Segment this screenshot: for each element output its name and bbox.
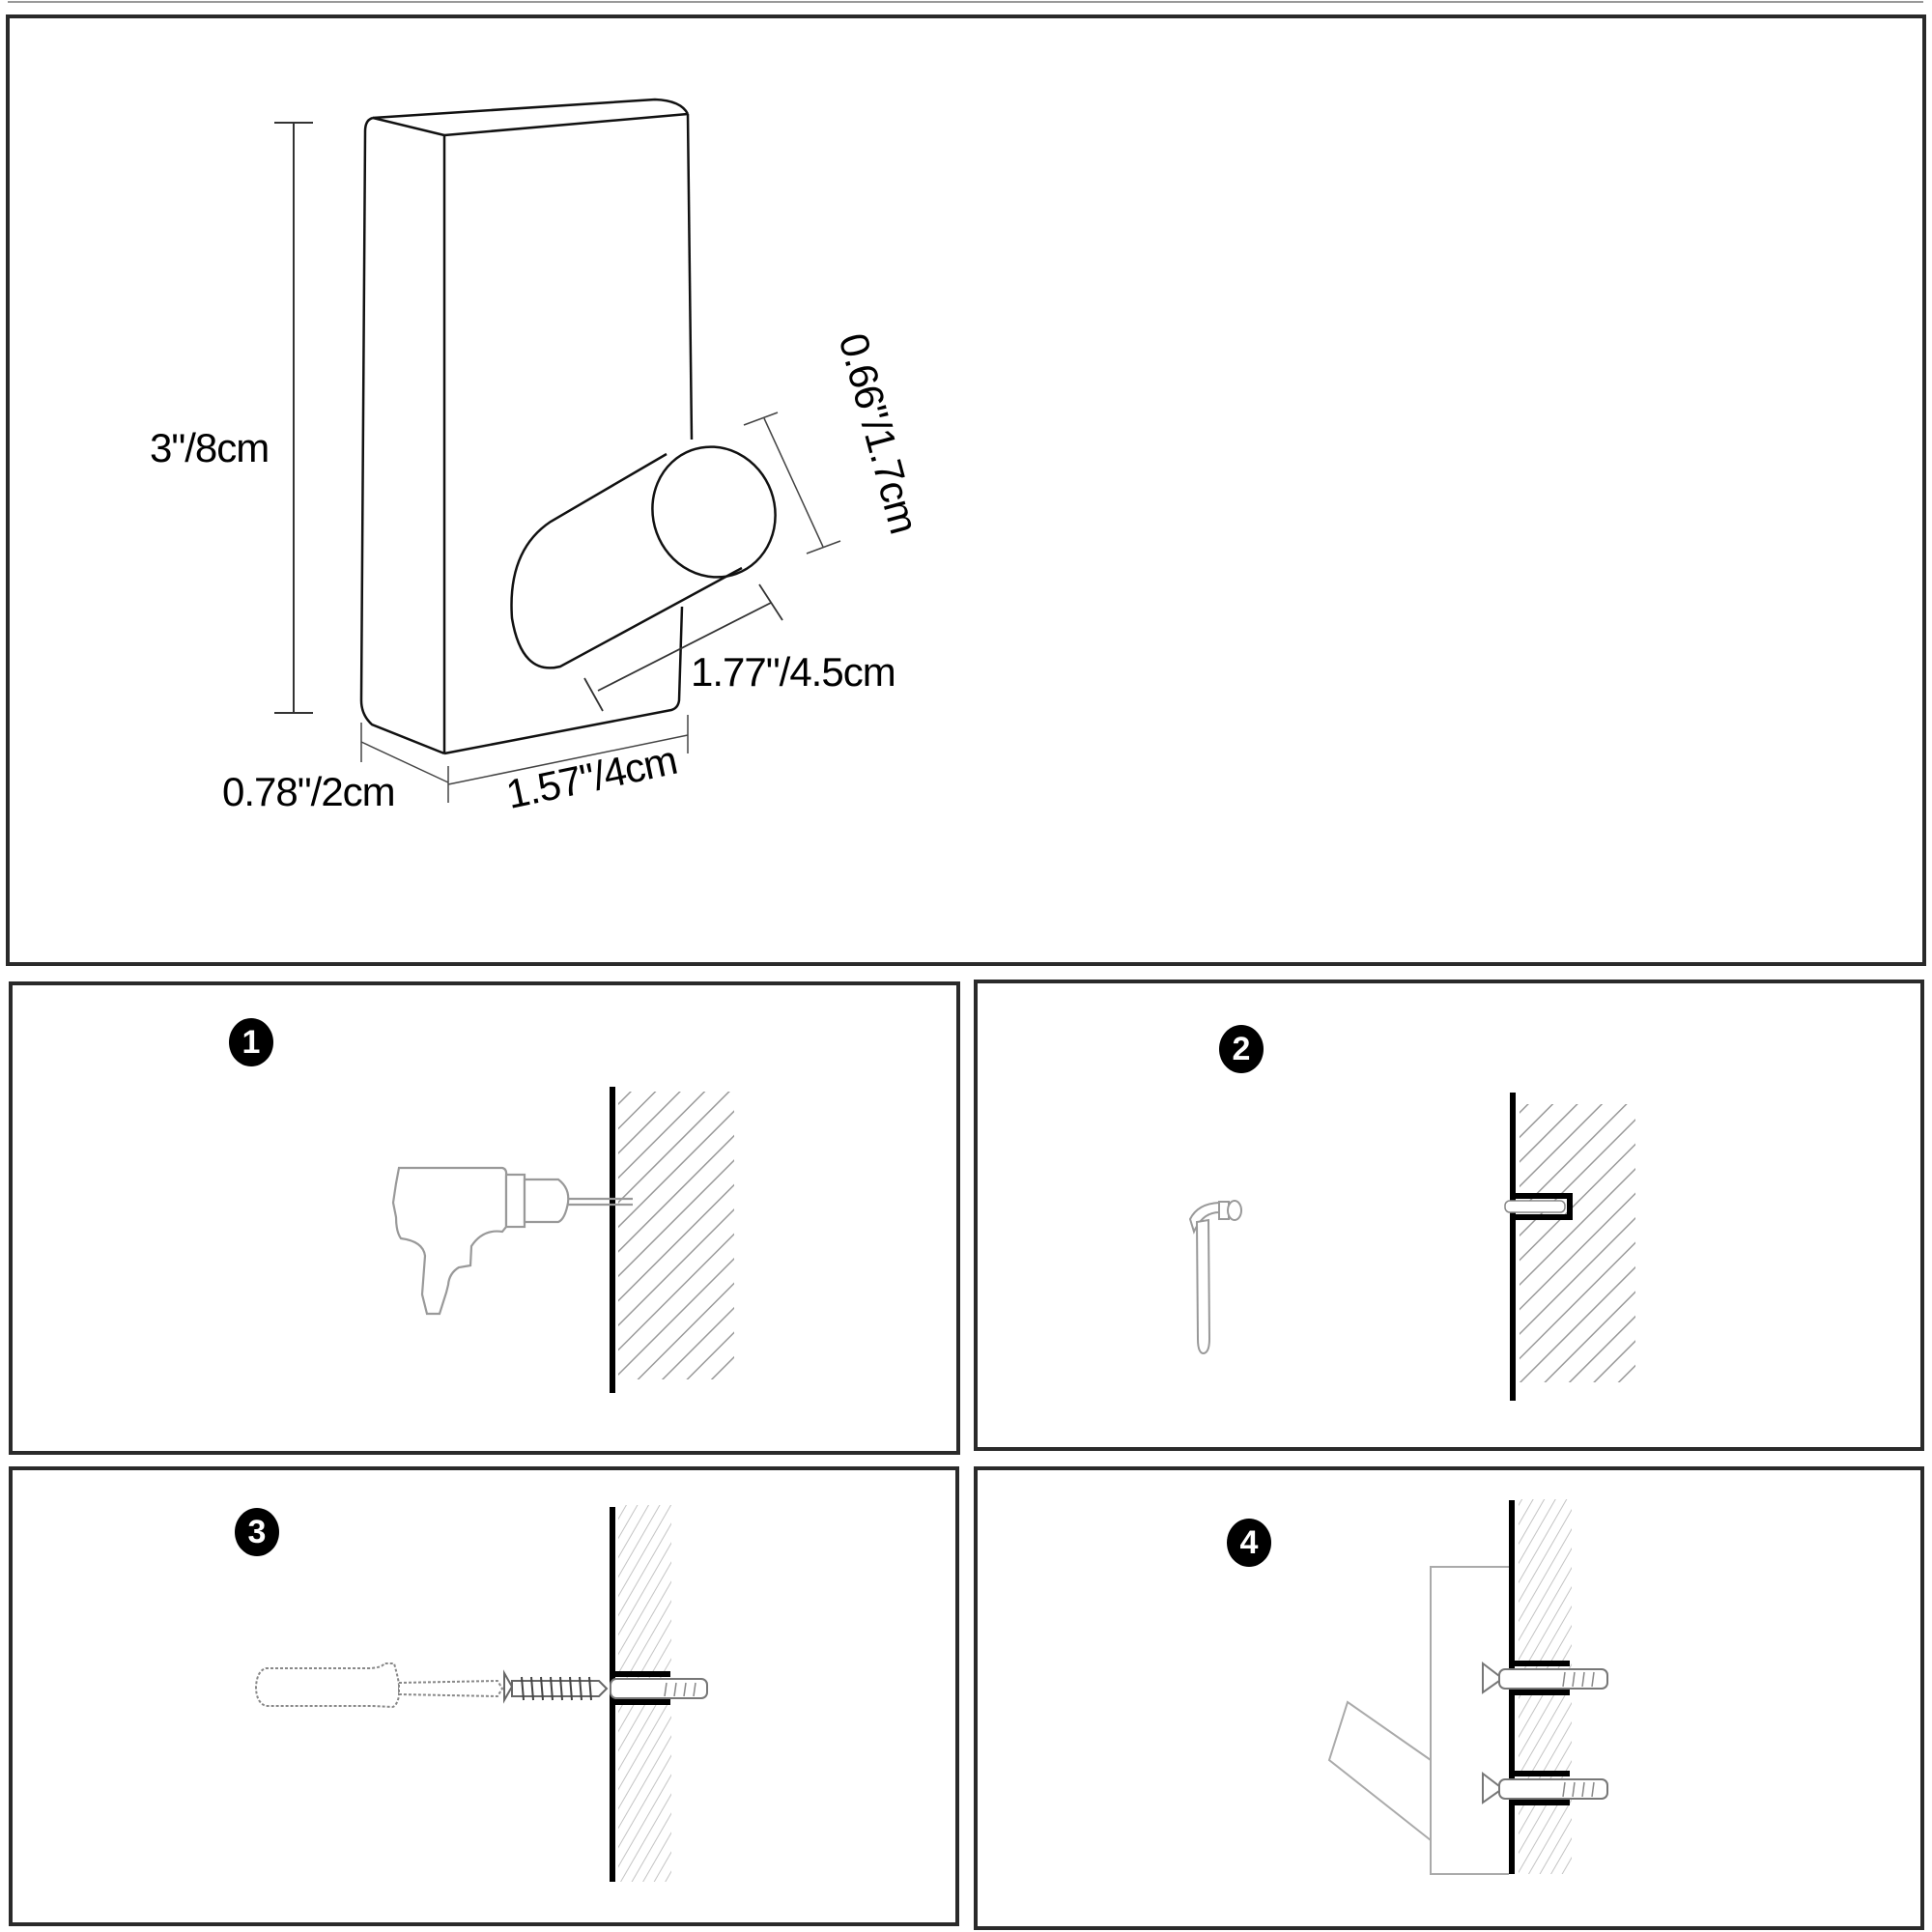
hook-dimension-drawing [274, 98, 841, 803]
base-dimension-lines [360, 715, 689, 803]
height-dimension-line [274, 122, 313, 714]
length-dimension-line [583, 583, 783, 712]
step-2-panel [974, 980, 1924, 1451]
screw-anchor-upper [1482, 1661, 1608, 1695]
step-2-badge: 2 [1219, 1025, 1264, 1073]
step-3-badge: 3 [235, 1508, 279, 1556]
hook-length-label: 1.77"/4.5cm [691, 649, 896, 695]
mounted-hook-outline [1327, 1566, 1509, 1875]
dimension-panel [6, 14, 1926, 966]
diameter-dimension-line [743, 412, 841, 554]
hook-body [359, 98, 694, 755]
top-edge-line [8, 1, 1923, 3]
step-1-wall [610, 1087, 734, 1393]
step-4-panel [974, 1466, 1924, 1930]
screw-anchor-lower [1482, 1771, 1608, 1805]
step-3-panel [9, 1466, 959, 1926]
wall-anchor-icon [1504, 1193, 1573, 1220]
step-2-wall [1510, 1093, 1635, 1401]
step-1-badge: 1 [229, 1018, 273, 1066]
hammer-icon [1188, 1200, 1242, 1355]
step-4-badge: 4 [1227, 1519, 1271, 1567]
hook-arm [510, 445, 777, 669]
screwdriver-icon [254, 1662, 504, 1709]
step-1-panel [9, 981, 960, 1455]
depth-label: 0.78"/2cm [222, 769, 396, 814]
drill-icon [391, 1166, 633, 1316]
screw-icon [503, 1669, 609, 1704]
wall-anchor-icon [610, 1671, 708, 1705]
height-label: 3"/8cm [150, 425, 270, 470]
